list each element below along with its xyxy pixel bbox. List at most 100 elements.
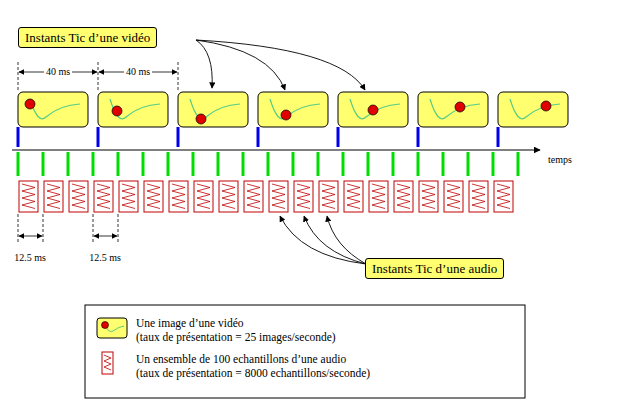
video-tick: [257, 127, 260, 147]
audio-wave: [197, 184, 210, 209]
audio-tick: [392, 152, 395, 176]
time-axis: [12, 150, 540, 151]
audio-block: [319, 181, 338, 212]
audio-wave: [122, 184, 135, 209]
legend-text: (taux de présentation = 8000 echantillon…: [136, 366, 370, 380]
frame-box: [338, 92, 408, 127]
frame-curve: [430, 99, 480, 119]
frame-curve: [110, 99, 160, 119]
frame-dot: [455, 102, 465, 112]
audio-tick: [292, 152, 295, 176]
audio-wave: [472, 184, 485, 209]
audio-block: [144, 181, 163, 212]
video-frame: [18, 92, 88, 127]
video-frame: [258, 92, 328, 127]
audio-tick: [267, 152, 270, 176]
callout-text: Instants Tic d’une audio: [372, 261, 497, 276]
audio-tick: [367, 152, 370, 176]
audio-block: [244, 181, 263, 212]
audio-wave: [422, 184, 435, 209]
frame-box: [178, 92, 248, 127]
frame-curve: [30, 99, 80, 119]
audio-tick: [117, 152, 120, 176]
callout-box: Instants Tic d’une vidéo: [18, 27, 157, 48]
frame-dot: [368, 105, 378, 115]
legend-text: Un ensemble de 100 echantillons d’une au…: [136, 352, 346, 366]
audio-block: [169, 181, 188, 212]
video-tick: [497, 127, 500, 147]
audio-tick: [317, 152, 320, 176]
audio-wave: [297, 184, 310, 209]
audio-wave: [372, 184, 385, 209]
dimension-lines: [18, 62, 178, 242]
frame-dot: [196, 114, 206, 124]
audio-wave: [322, 184, 335, 209]
dimension-label: 40 ms: [124, 66, 152, 78]
video-frame: [498, 92, 568, 127]
legend-text: Une image d’une vidéo: [136, 316, 244, 330]
legend-audio-icon: [102, 352, 113, 374]
frame-box: [18, 92, 88, 127]
frame-dot: [541, 101, 551, 111]
frame-dot: [112, 106, 122, 116]
audio-wave: [272, 184, 285, 209]
axis-label: temps: [548, 154, 572, 166]
audio-wave: [147, 184, 160, 209]
audio-wave: [47, 184, 60, 209]
callout-box: Instants Tic d’une audio: [365, 258, 504, 279]
audio-wave: [447, 184, 460, 209]
audio-tick: [242, 152, 245, 176]
audio-tick: [92, 152, 95, 176]
audio-wave: [72, 184, 85, 209]
audio-block: [394, 181, 413, 212]
audio-tick: [67, 152, 70, 176]
audio-tick: [192, 152, 195, 176]
frame-box: [418, 92, 488, 127]
frame-dot: [281, 110, 291, 120]
audio-tick: [467, 152, 470, 176]
frame-curve: [270, 99, 320, 119]
video-frame: [98, 92, 168, 127]
frame-box: [258, 92, 328, 127]
dimension-label: 40 ms: [44, 66, 72, 78]
audio-wave: [97, 184, 110, 209]
frame-curve: [510, 99, 560, 119]
audio-block: [219, 181, 238, 212]
audio-block: [19, 181, 38, 212]
video-tick: [177, 127, 180, 147]
audio-block: [419, 181, 438, 212]
video-tick: [337, 127, 340, 147]
audio-block: [294, 181, 313, 212]
audio-wave: [497, 184, 510, 209]
video-frame: [418, 92, 488, 127]
frame-box: [498, 92, 568, 127]
audio-wave: [172, 184, 185, 209]
audio-block: [494, 181, 513, 212]
video-tick: [97, 127, 100, 147]
video-tick: [417, 127, 420, 147]
audio-wave: [347, 184, 360, 209]
audio-wave: [222, 184, 235, 209]
audio-wave: [22, 184, 35, 209]
audio-block: [44, 181, 63, 212]
audio-block: [444, 181, 463, 212]
audio-tick: [517, 152, 520, 176]
audio-block: [194, 181, 213, 212]
video-frame: [178, 92, 248, 127]
audio-block: [344, 181, 363, 212]
audio-tick: [217, 152, 220, 176]
dimension-label: 12.5 ms: [14, 252, 46, 264]
audio-tick: [417, 152, 420, 176]
audio-tick: [342, 152, 345, 176]
audio-wave: [247, 184, 260, 209]
frame-dot: [25, 99, 35, 109]
audio-block: [469, 181, 488, 212]
audio-block: [94, 181, 113, 212]
audio-wave: [397, 184, 410, 209]
audio-tick: [492, 152, 495, 176]
audio-block: [269, 181, 288, 212]
audio-tick: [42, 152, 45, 176]
legend-box: [85, 305, 525, 398]
audio-tick: [442, 152, 445, 176]
audio-tick: [167, 152, 170, 176]
